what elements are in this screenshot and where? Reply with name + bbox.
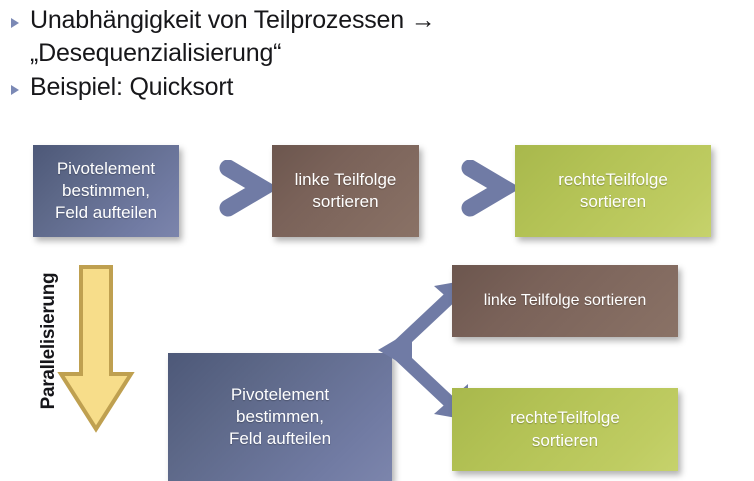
bullet-list: Unabhängigkeit von Teilprozessen → „Dese… (10, 4, 710, 106)
bullet-item-0: Unabhängigkeit von Teilprozessen → „Dese… (10, 4, 710, 69)
process-box-right-sublist-parallel: rechteTeilfolge sortieren (452, 388, 678, 471)
bullet-item-1-text: Beispiel: Quicksort (30, 73, 234, 101)
bullet-item-0-text: Unabhängigkeit von Teilprozessen → „Dese… (30, 6, 436, 67)
process-box-pivot-parallel: Pivotelement bestimmen, Feld aufteilen (168, 353, 392, 481)
triangle-bullet-icon (10, 71, 30, 96)
process-box-pivot-sequential: Pivotelement bestimmen, Feld aufteilen (33, 145, 179, 237)
slide-footer (0, 470, 754, 479)
triangle-bullet-icon (10, 4, 30, 29)
process-box-right-sublist-sequential: rechteTeilfolge sortieren (515, 145, 711, 237)
process-box-left-sublist-sequential: linke Teilfolge sortieren (272, 145, 419, 237)
bullet-item-1: Beispiel: Quicksort (10, 71, 710, 104)
chevron-right-icon (218, 159, 279, 218)
chevron-right-icon (460, 159, 521, 218)
process-box-left-sublist-parallel: linke Teilfolge sortieren (452, 265, 678, 337)
down-arrow-icon (56, 264, 136, 444)
